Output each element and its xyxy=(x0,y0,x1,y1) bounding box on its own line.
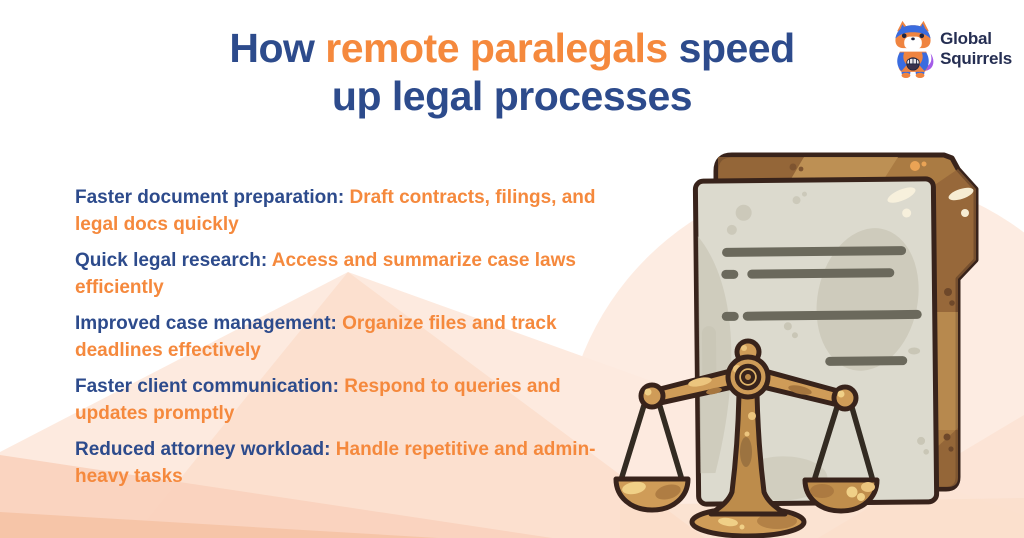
brand-logo: Global Squirrels xyxy=(891,18,1012,80)
list-item: Faster document preparation: Draft contr… xyxy=(75,184,603,238)
item-detail: Organize files and track deadlines effec… xyxy=(75,313,557,361)
pan-strings xyxy=(618,399,876,484)
item-detail: Handle repetitive and admin-heavy tasks xyxy=(75,439,596,487)
item-lead: Quick legal research: xyxy=(75,250,268,271)
item-lead: Faster document preparation: xyxy=(75,187,345,208)
list-item: Quick legal research: Access and summari… xyxy=(75,247,603,301)
list-item: Reduced attorney workload: Handle repeti… xyxy=(75,436,603,490)
item-lead: Faster client communication: xyxy=(75,376,339,397)
item-lead: Reduced attorney workload: xyxy=(75,439,331,460)
list-item: Faster client communication: Respond to … xyxy=(75,373,603,427)
page-title-line-1: How remote paralegals speed xyxy=(0,24,1024,72)
brand-name-line-2: Squirrels xyxy=(940,49,1012,68)
item-lead: Improved case management: xyxy=(75,313,337,334)
item-detail: Draft contracts, filings, and legal docs… xyxy=(75,187,596,235)
scales-illustration xyxy=(613,338,880,538)
item-detail: Access and summarize case laws efficient… xyxy=(75,250,576,298)
title-text: How xyxy=(229,25,315,71)
document-illustration xyxy=(692,176,940,507)
page-title: How remote paralegals speed up legal pro… xyxy=(0,24,1024,120)
title-text: speed xyxy=(678,25,796,71)
squirrel-logo-icon xyxy=(895,20,934,79)
document-text-lines xyxy=(721,246,922,366)
list-item: Improved case management: Organize files… xyxy=(75,310,603,364)
brand-name-line-1: Global xyxy=(940,29,992,48)
benefits-list: Faster document preparation: Draft contr… xyxy=(75,184,603,499)
page-title-line-2: up legal processes xyxy=(331,73,693,119)
brand-name: Global Squirrels xyxy=(940,29,1012,69)
title-highlight-text: remote paralegals xyxy=(325,25,668,71)
item-detail: Respond to queries and updates promptly xyxy=(75,376,561,424)
